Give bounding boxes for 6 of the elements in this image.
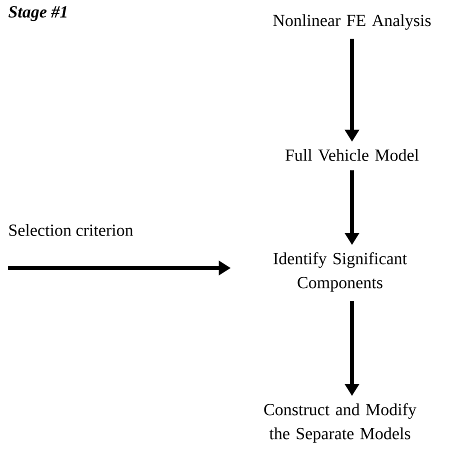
- edge-label: Selection criterion: [9, 224, 134, 236]
- stage-title: Stage #1: [8, 6, 66, 22]
- step-text: Nonlinear FE Analysis: [273, 14, 431, 30]
- step-text: Full Vehicle Model: [285, 148, 419, 161]
- step-text: Construct and Modify the Separate Models: [264, 403, 416, 443]
- step-text: Identify Significant Components: [274, 252, 407, 292]
